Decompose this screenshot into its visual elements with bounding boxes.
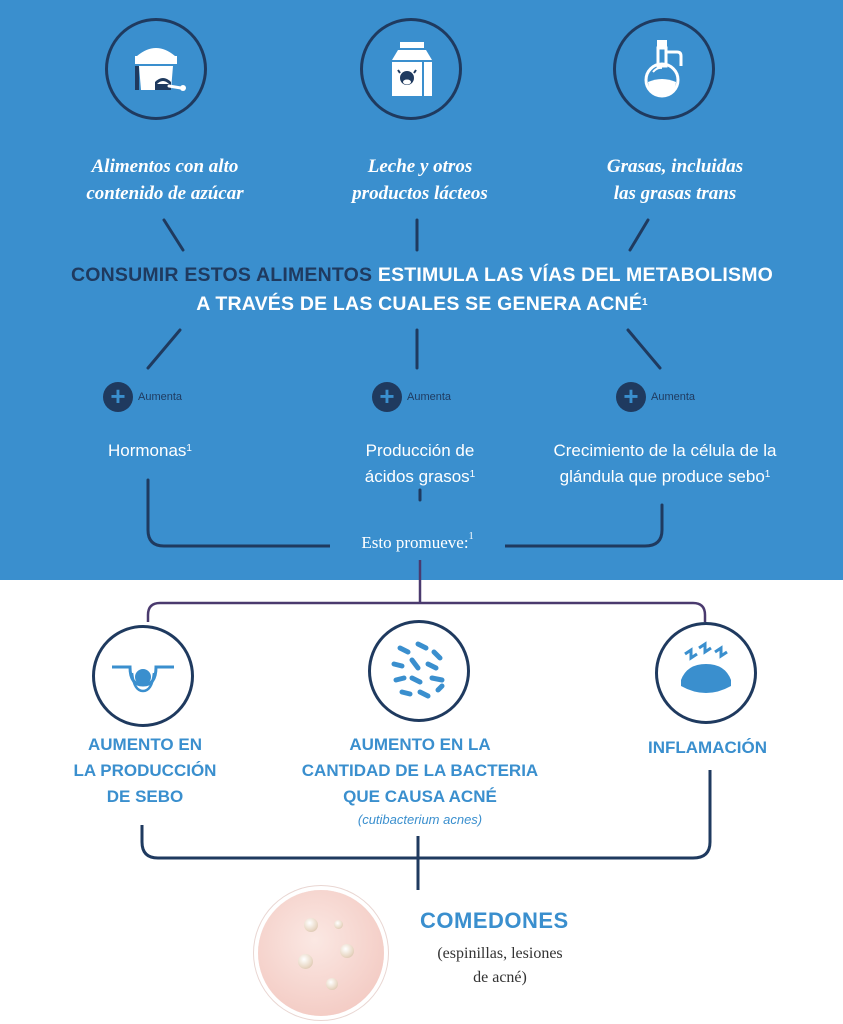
effect-gland-growth: Crecimiento de la célula de la glándula … (553, 441, 777, 486)
headline: CONSUMIR ESTOS ALIMENTOS ESTIMULA LAS VÍ… (70, 261, 774, 319)
sugar-bag-icon (135, 48, 186, 91)
skin-comedones-image (258, 890, 384, 1016)
increase-label: Aumenta (651, 391, 696, 403)
result-inflammation: INFLAMACIÓN (648, 738, 767, 757)
plus-icon: + (616, 382, 646, 412)
effect-hormones: Hormonas1 (108, 441, 192, 460)
plus-icon: + (103, 382, 133, 412)
headline-highlight: CONSUMIR ESTOS ALIMENTOS (70, 264, 373, 286)
sugar-icon-circle (105, 18, 207, 120)
bacteria-icon (391, 641, 445, 699)
milk-icon-circle (360, 18, 462, 120)
plus-icon: + (372, 382, 402, 412)
effect-fatty-acids: Producción de ácidos grasos1 (364, 441, 476, 486)
sebum-icon-circle (92, 625, 194, 727)
promotes-label: Esto promueve:1 (330, 531, 505, 553)
increase-label: Aumenta (138, 391, 183, 403)
oil-bottle-icon (644, 40, 683, 98)
inflammation-icon (681, 641, 731, 693)
increase-label: Aumenta (407, 391, 452, 403)
result-bacteria-species: (cutibacterium acnes) (357, 812, 483, 827)
headline-ref: 1 (642, 297, 648, 308)
headline-rest: ESTIMULA LAS VÍAS DEL METABOLISMO A TRAV… (196, 264, 774, 315)
outcome-title: COMEDONES (420, 908, 569, 933)
sebaceous-gland-icon (112, 665, 174, 693)
bacteria-icon-circle (368, 620, 470, 722)
inflammation-icon-circle (655, 622, 757, 724)
milk-carton-icon (392, 42, 432, 96)
oil-icon-circle (613, 18, 715, 120)
